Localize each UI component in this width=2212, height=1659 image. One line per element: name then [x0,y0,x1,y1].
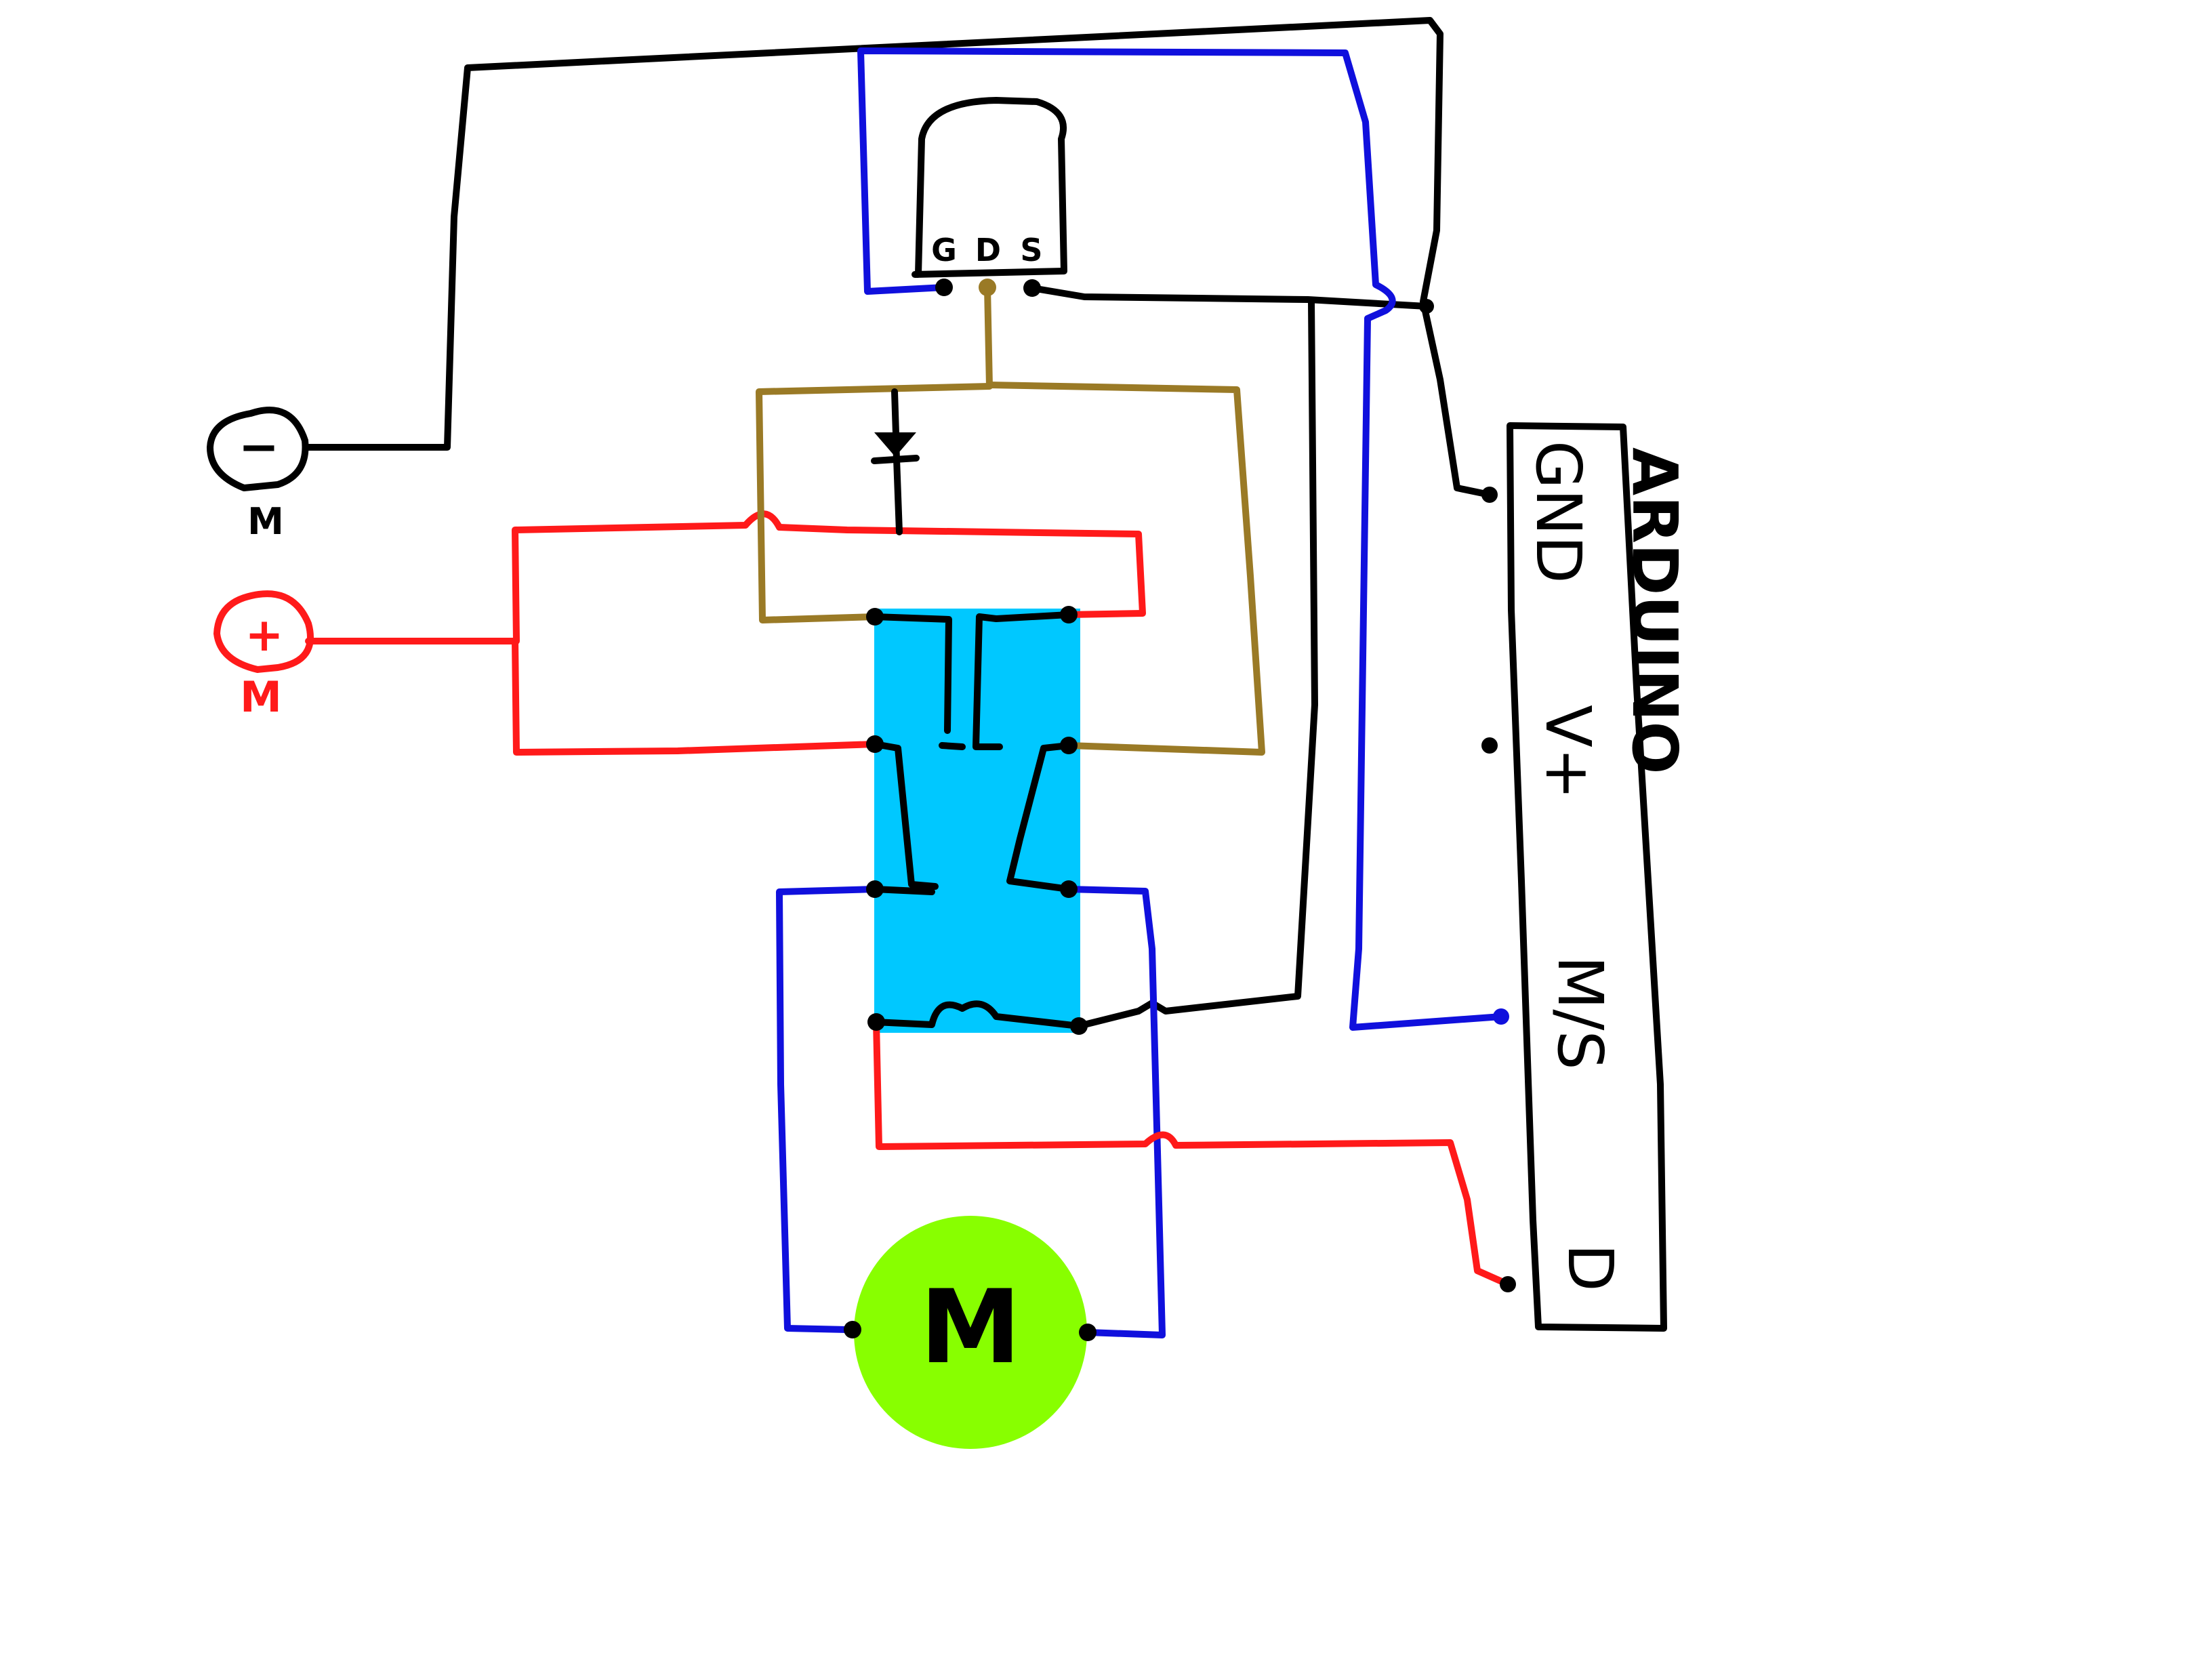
relay-contacts [872,611,1082,1029]
minus-terminal-icon [207,407,309,491]
dot-source [1023,279,1041,297]
battery-minus: − M [207,407,309,543]
mosfet-pin-s: S [1020,232,1042,268]
dot-ground-junction [1419,299,1434,314]
arduino-pin-vplus: V+ [1532,705,1604,800]
mosfet-body [912,97,1067,278]
minus-label: M [247,500,284,543]
motor-left-wire [776,886,878,1333]
arduino-pin-d: D [1554,1244,1626,1292]
dot-drain [979,279,996,296]
dot-relay-mid-left [866,735,884,753]
dot-motor-right [1079,1324,1097,1341]
arduino-pin-gnd: GND [1522,441,1595,583]
mosfet-pin-d: D [975,232,1001,268]
dot-relay-coil-left [867,1013,885,1031]
dot-arduino-gnd [1481,487,1498,503]
diode-lead [891,388,903,535]
supply-right-wire [512,510,1146,644]
dot-gate [935,279,953,296]
dot-arduino-d [1500,1276,1516,1292]
plus-terminal-icon [213,590,314,673]
motor-right-wire [1065,886,1166,1338]
dot-relay-com-left [866,880,884,898]
dot-motor-left [844,1321,861,1338]
drain-wire [756,284,993,623]
minus-symbol: − [239,418,279,475]
plus-label: M [240,672,282,722]
dot-relay-mid-right [1060,737,1078,754]
drain-right-wire [986,382,1265,756]
dot-arduino-vplus [1481,737,1498,754]
arduino-title: ARDUINO [1618,447,1691,775]
dot-arduino-ms [1493,1008,1509,1025]
arduino-board [1507,422,1667,1332]
source-wire [1029,285,1430,310]
battery-plus: + M [213,590,314,722]
arduino-pin-ms: M/S [1544,956,1616,1070]
ground-wire [305,17,1493,498]
supply-left-wire [305,638,878,756]
dot-relay-coil-right [1070,1017,1088,1035]
dot-relay-top-left [866,608,884,626]
coil-ground-wire [1076,298,1318,1029]
diode-icon [874,432,916,457]
dot-relay-top-right [1060,606,1078,623]
relay-control-wire [873,1019,1511,1288]
plus-symbol: + [245,609,284,662]
dot-relay-com-right [1060,880,1078,898]
junction-dots [844,279,1516,1341]
mosfet-pin-g: G [931,232,957,268]
motor-circle [854,1216,1087,1449]
gate-signal-wire [857,47,1504,1031]
motor-label: M [920,1269,1021,1387]
